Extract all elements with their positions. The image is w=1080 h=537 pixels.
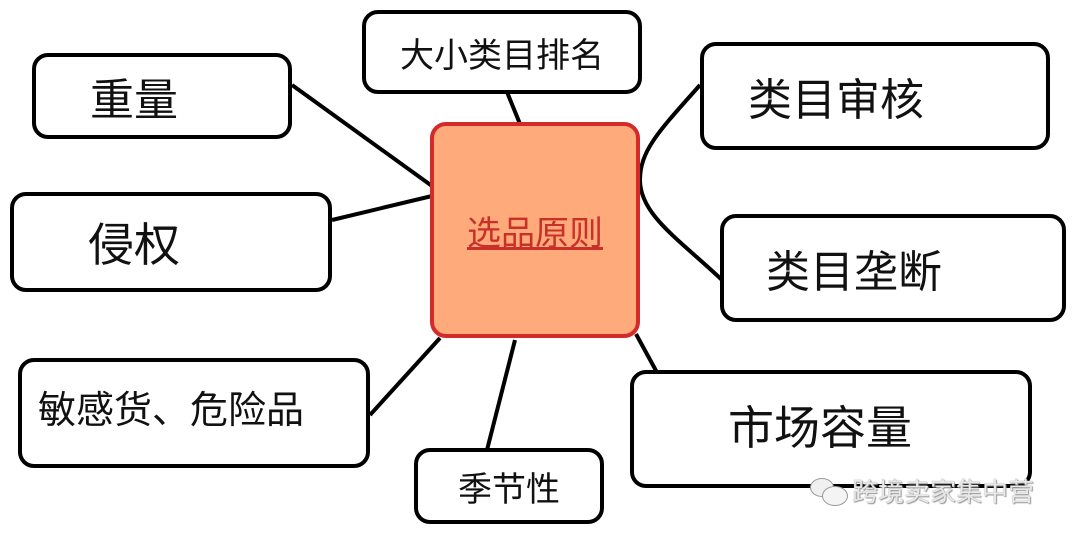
node-category-monopoly-label: 类目垄断 [766, 247, 942, 298]
node-weight: 重量 [32, 53, 292, 139]
node-infringement: 侵权 [10, 192, 332, 292]
node-category-monopoly: 类目垄断 [720, 214, 1066, 322]
node-sensitive-goods-label: 敏感货、危险品 [38, 387, 305, 432]
watermark-text: 跨境卖家集中营 [852, 478, 1035, 508]
node-category-review: 类目审核 [700, 42, 1050, 150]
center-node-label: 选品原则 [467, 213, 603, 254]
watermark: 跨境卖家集中营 [808, 472, 1034, 509]
node-market-capacity-label: 市场容量 [728, 401, 912, 455]
wechat-icon [808, 476, 848, 506]
node-seasonality: 季节性 [414, 448, 604, 524]
node-sensitive-goods: 敏感货、危险品 [18, 358, 370, 468]
node-infringement-label: 侵权 [88, 218, 180, 272]
node-weight-label: 重量 [90, 75, 178, 126]
node-category-ranking-label: 大小类目排名 [400, 35, 604, 76]
center-node-selection-principles: 选品原则 [430, 122, 640, 338]
node-seasonality-label: 季节性 [458, 469, 560, 510]
node-category-review-label: 类目审核 [748, 75, 924, 126]
node-category-ranking: 大小类目排名 [362, 10, 642, 94]
node-market-capacity: 市场容量 [630, 370, 1032, 488]
